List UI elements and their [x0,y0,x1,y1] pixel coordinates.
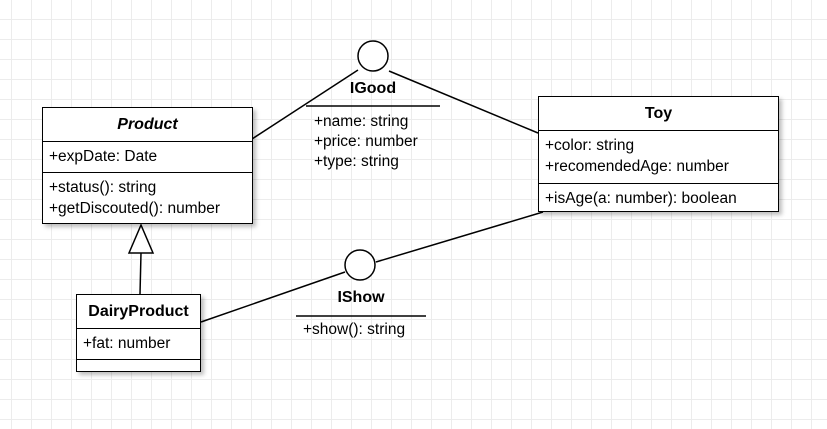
igood-lollipop[interactable] [357,40,389,72]
dairyproduct-attribute-fat: +fat: number [83,335,171,352]
dairyproduct-operations [77,360,200,370]
ishow-lollipop[interactable] [344,249,376,281]
igood-member-name: +name: string [314,113,409,130]
dairyproduct-class-name: DairyProduct [77,295,200,329]
dairyproduct-class[interactable]: DairyProduct +fat: number [76,294,201,372]
toy-class[interactable]: Toy +color: string +recomendedAge: numbe… [538,96,779,212]
ishow-interface-members: +show(): string [303,320,405,340]
dairyproduct-attributes: +fat: number [77,329,200,360]
product-class[interactable]: Product +expDate: Date +status(): string… [42,107,253,224]
toy-operations: +isAge(a: number): boolean [539,184,778,213]
product-operation-status: +status(): string [49,179,157,196]
toy-attributes: +color: string +recomendedAge: number [539,131,778,184]
toy-operation-isage: +isAge(a: number): boolean [545,190,737,207]
product-operation-getdiscouted: +getDiscouted(): number [49,200,221,217]
ishow-member-show: +show(): string [303,321,406,338]
generalization-line[interactable] [139,252,142,295]
igood-interface-members: +name: string +price: number +type: stri… [314,112,418,172]
igood-member-price: +price: number [314,133,418,150]
dairy-ishow-connector[interactable] [200,271,346,323]
toy-attribute-color: +color: string [545,137,635,154]
igood-member-type: +type: string [314,153,399,170]
product-attribute-expdate: +expDate: Date [49,148,158,165]
toy-igood-connector[interactable] [388,70,539,134]
product-operations: +status(): string +getDiscouted(): numbe… [43,173,252,223]
igood-interface-name: IGood [349,80,397,97]
product-attributes: +expDate: Date [43,142,252,173]
ishow-interface-name: IShow [337,289,385,306]
product-igood-connector[interactable] [251,69,359,140]
toy-class-name: Toy [539,97,778,131]
toy-ishow-connector[interactable] [375,211,544,263]
toy-attribute-recomendedage: +recomendedAge: number [545,158,729,175]
generalization-arrowhead[interactable] [127,223,155,254]
product-class-name: Product [43,108,252,142]
